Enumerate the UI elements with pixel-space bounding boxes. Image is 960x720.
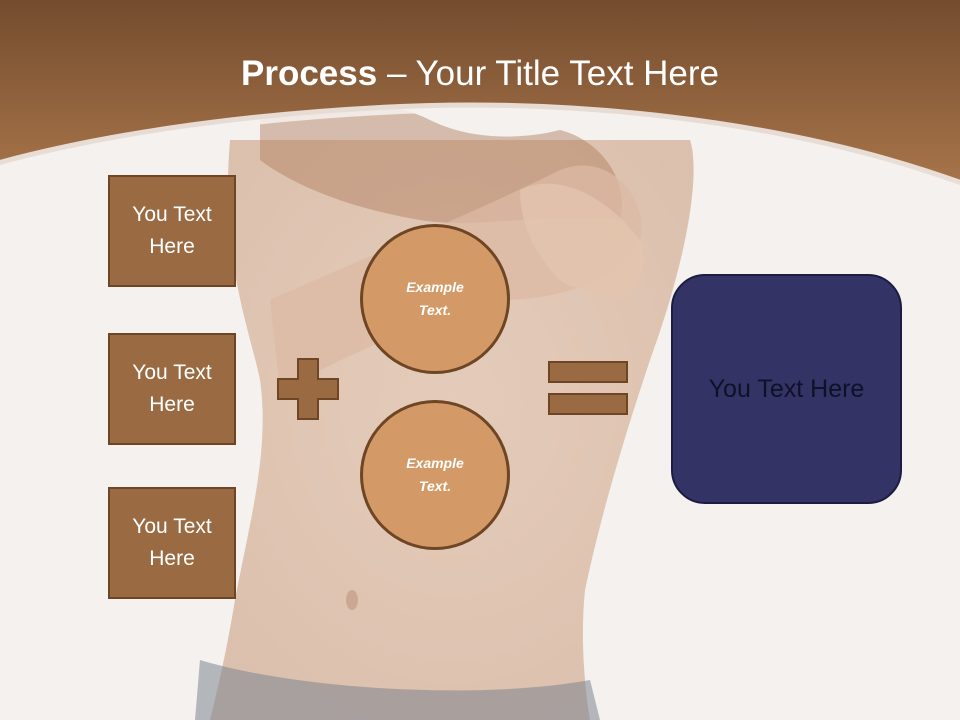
- title-bold: Process: [241, 54, 378, 93]
- header-band: [0, 0, 960, 190]
- equals-icon: [548, 361, 628, 415]
- left-box-3[interactable]: You Text Here: [108, 487, 236, 599]
- left-box-label: You Text Here: [132, 361, 212, 416]
- result-box[interactable]: You Text Here: [671, 274, 902, 504]
- example-circle-2[interactable]: Example Text.: [360, 400, 510, 550]
- left-box-label: You Text Here: [132, 515, 212, 570]
- slide-title: Process – Your Title Text Here: [0, 52, 960, 96]
- title-rest: – Your Title Text Here: [377, 54, 719, 93]
- circle-label: Example Text.: [406, 279, 464, 318]
- left-box-1[interactable]: You Text Here: [108, 175, 236, 287]
- left-box-label: You Text Here: [132, 203, 212, 258]
- circle-label: Example Text.: [406, 455, 464, 494]
- result-label: You Text Here: [708, 374, 865, 403]
- example-circle-1[interactable]: Example Text.: [360, 224, 510, 374]
- plus-icon: [277, 358, 339, 420]
- left-box-2[interactable]: You Text Here: [108, 333, 236, 445]
